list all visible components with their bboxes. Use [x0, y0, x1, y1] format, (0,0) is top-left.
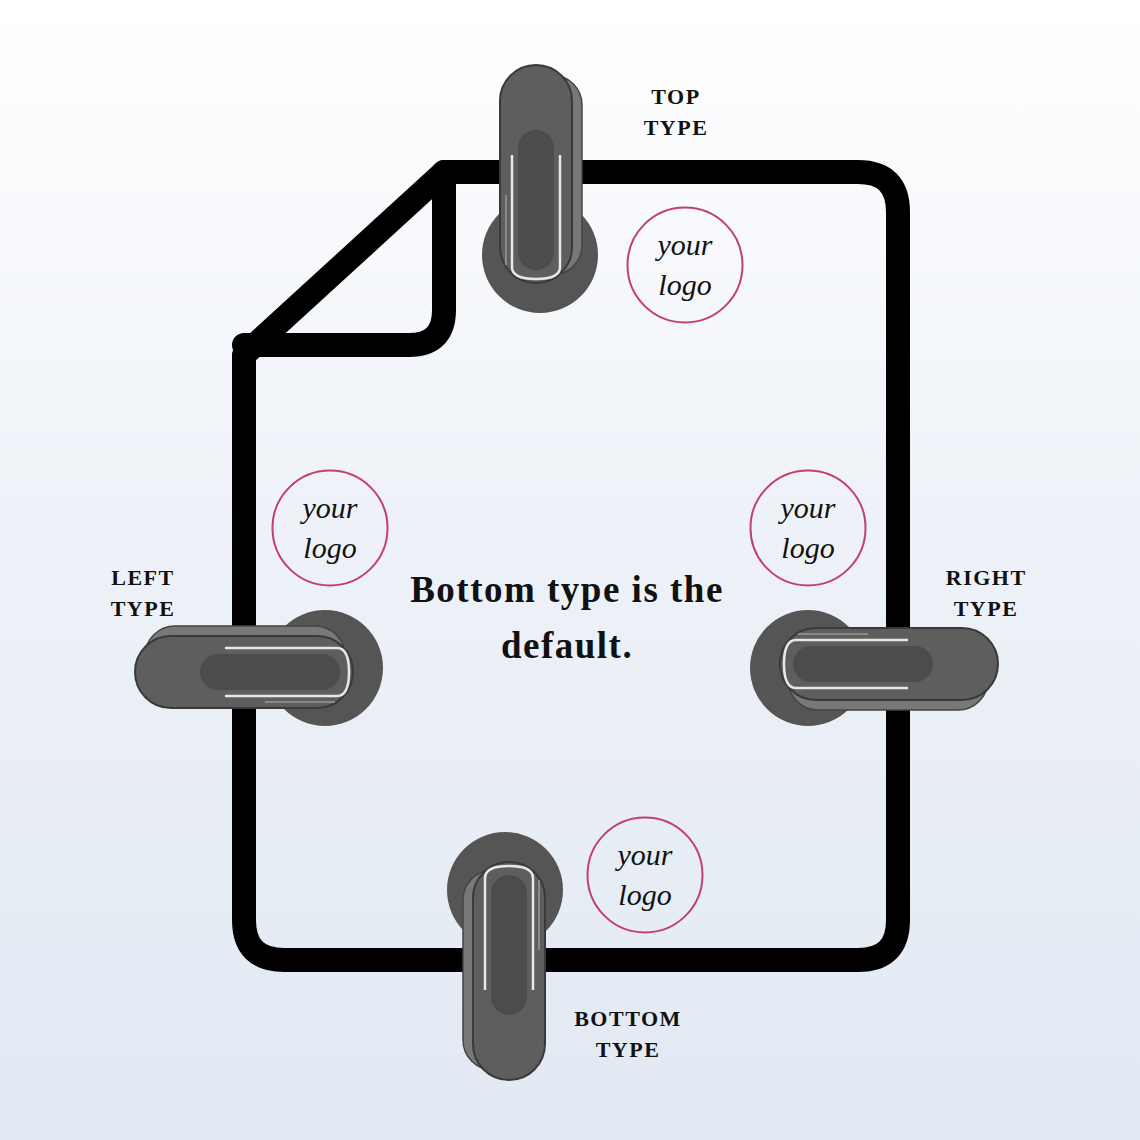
top-clip	[482, 65, 598, 313]
logo-circle: your logo	[626, 206, 744, 324]
logo-text: your logo	[781, 488, 836, 568]
left-clip	[135, 610, 383, 726]
logo-outline	[626, 206, 744, 324]
note-text: Bottom type is the default.	[407, 562, 727, 674]
logo-circle: your logo	[749, 469, 867, 587]
logo-circle: your logo	[271, 469, 389, 587]
bottom-clip	[447, 832, 563, 1080]
type-label: LEFT TYPE	[111, 562, 176, 624]
type-label: BOTTOM TYPE	[574, 1003, 682, 1065]
type-label: RIGHT TYPE	[946, 562, 1026, 624]
logo-outline	[749, 469, 867, 587]
logo-text: your logo	[303, 488, 358, 568]
logo-outline	[271, 469, 389, 587]
logo-outline	[586, 816, 704, 934]
type-label: TOP TYPE	[644, 81, 709, 143]
right-clip	[750, 610, 998, 726]
logo-circle: your logo	[586, 816, 704, 934]
logo-text: your logo	[658, 225, 713, 305]
logo-text: your logo	[618, 835, 673, 915]
